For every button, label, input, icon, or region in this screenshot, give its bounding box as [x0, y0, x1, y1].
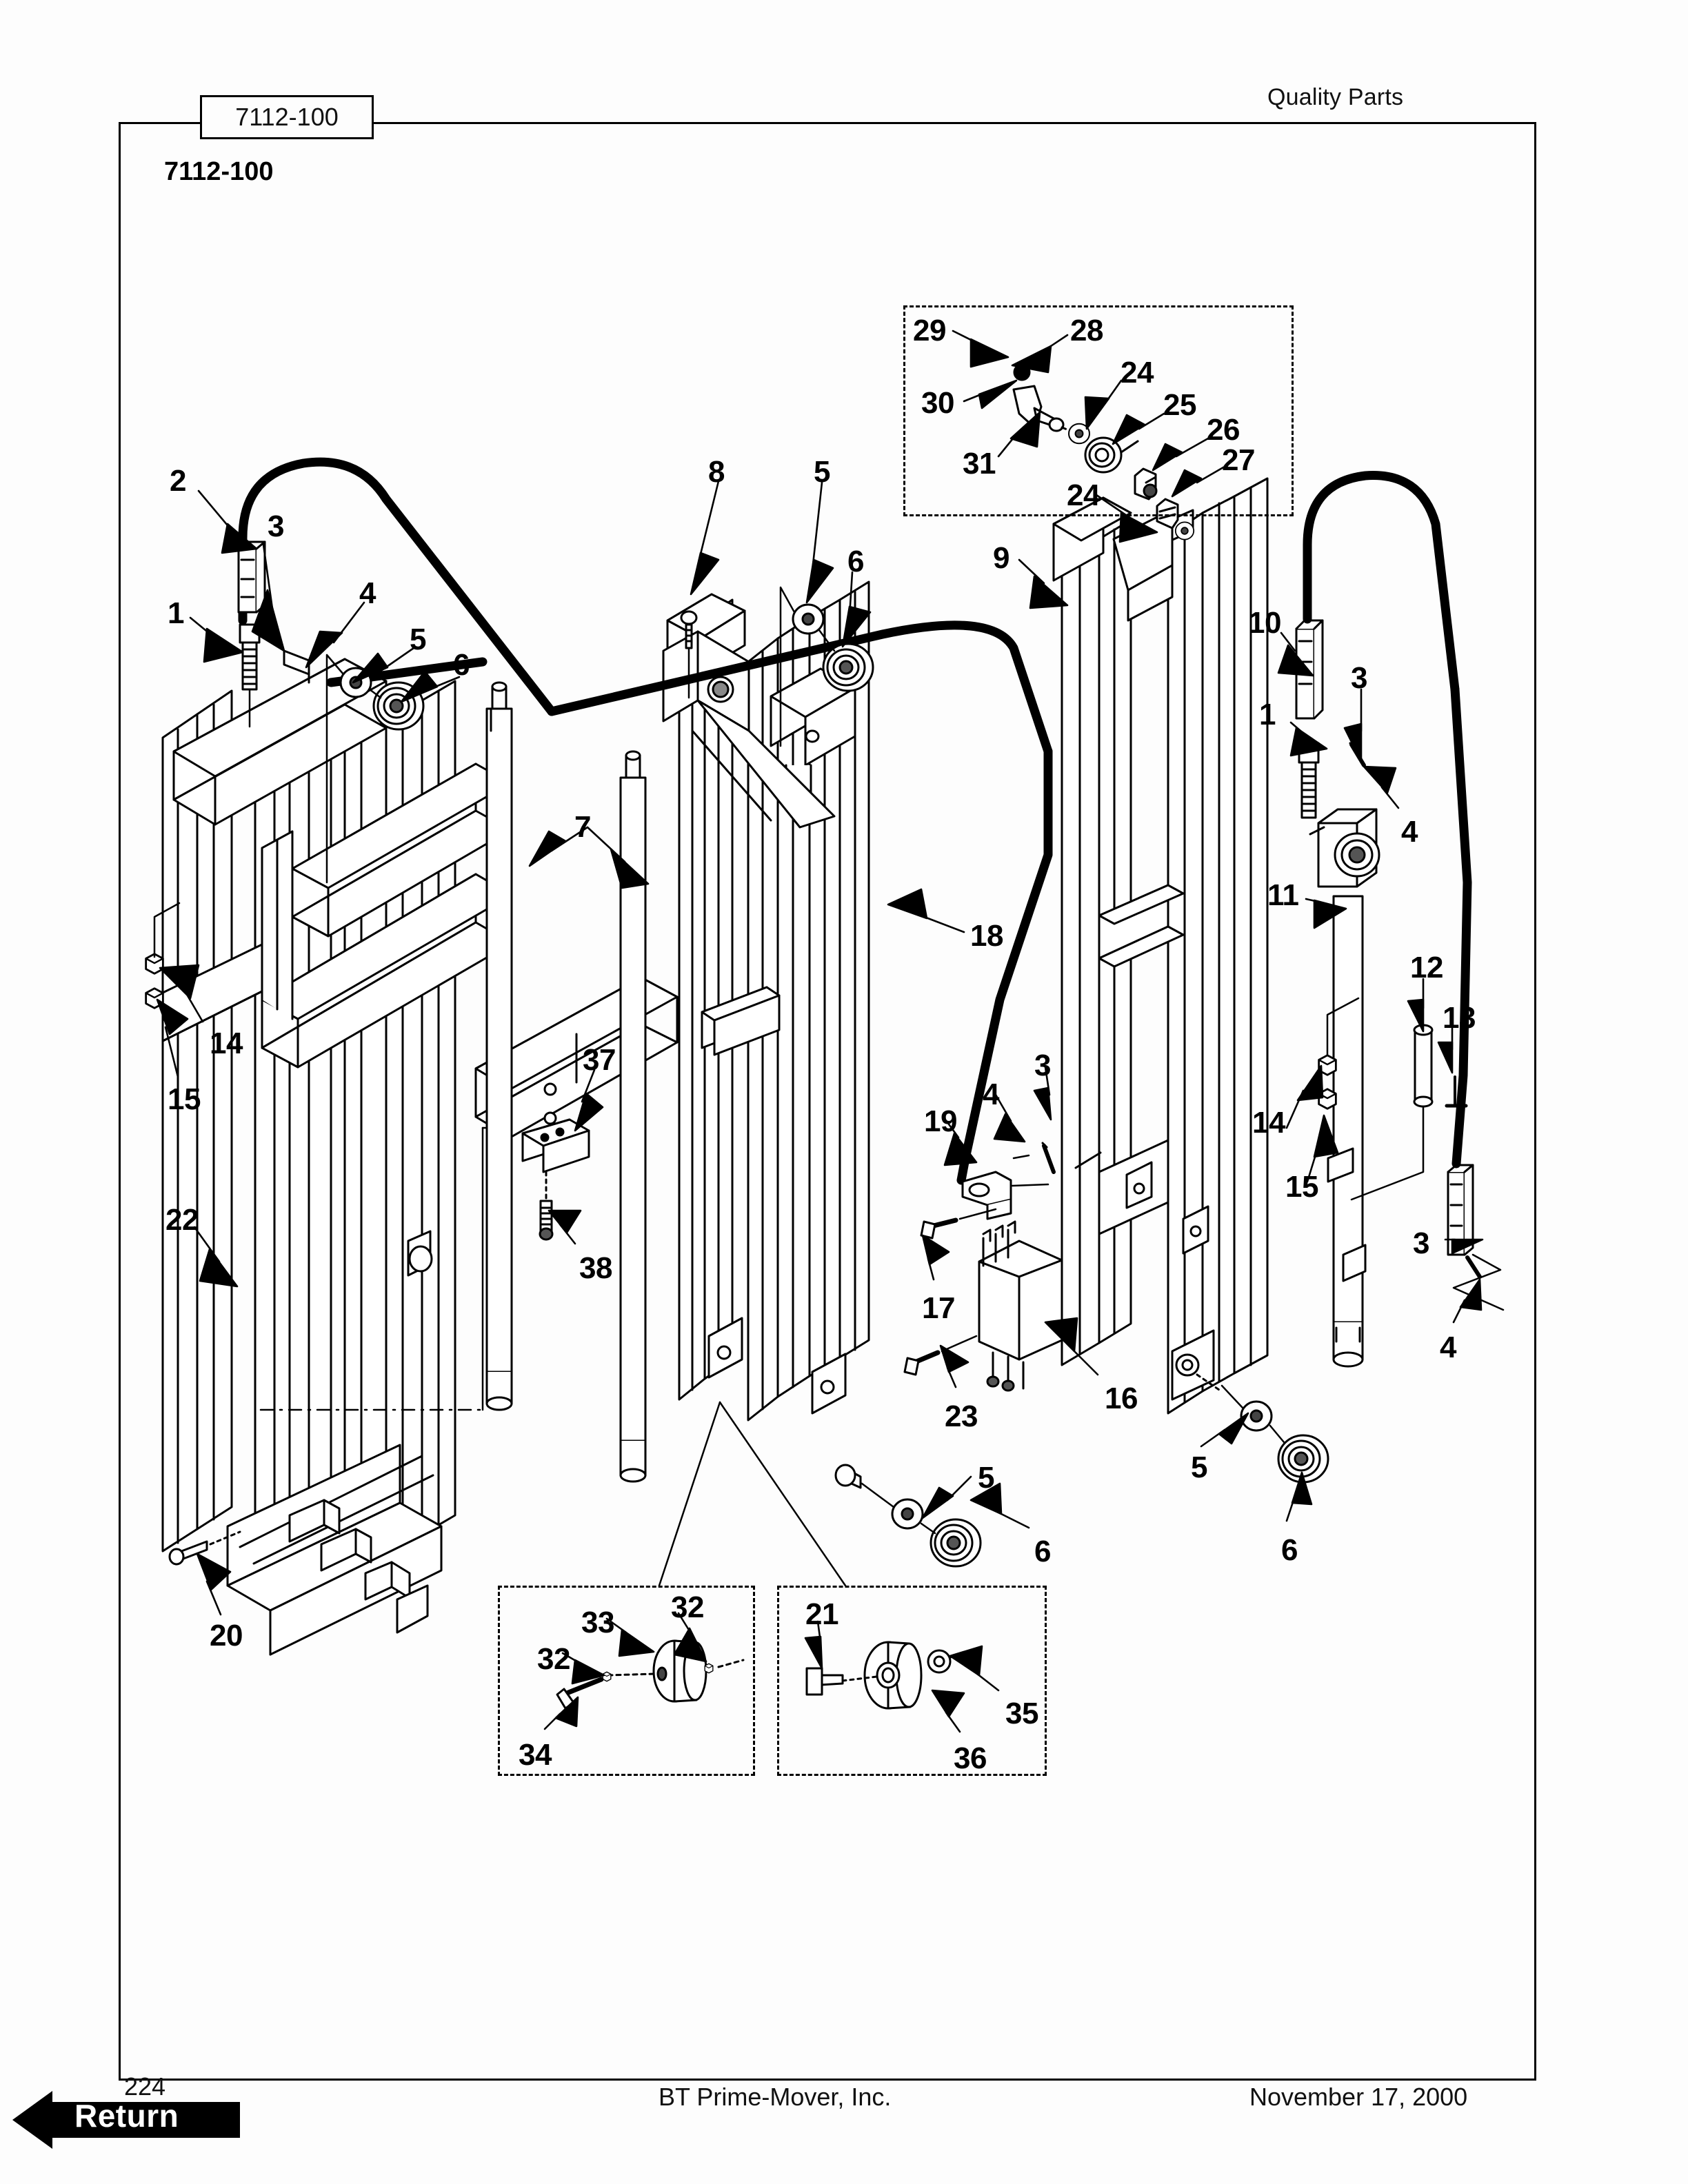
- callout-number: 26: [1207, 413, 1240, 447]
- callout-number: 6: [453, 648, 470, 682]
- callout-number: 1: [1259, 698, 1276, 731]
- callout-number: 34: [519, 1738, 552, 1772]
- callout-number: 30: [921, 386, 954, 420]
- callout-number: 3: [1034, 1049, 1051, 1082]
- page-number: 224: [124, 2072, 166, 2101]
- callout-number: 16: [1105, 1382, 1138, 1415]
- page-title: 7112-100: [164, 157, 274, 186]
- callout-number: 18: [970, 919, 1003, 953]
- callout-number: 38: [579, 1251, 612, 1285]
- callout-number: 23: [945, 1399, 978, 1433]
- callout-number: 36: [954, 1741, 987, 1775]
- callout-number: 20: [210, 1619, 243, 1652]
- left-arrow-icon: [12, 2091, 240, 2149]
- return-button[interactable]: [12, 2091, 240, 2149]
- callout-number: 29: [913, 314, 946, 347]
- callout-number: 24: [1067, 478, 1100, 512]
- callout-number: 9: [993, 541, 1009, 575]
- callout-number: 19: [924, 1104, 957, 1138]
- callout-number: 5: [978, 1461, 994, 1495]
- callout-number: 37: [583, 1043, 616, 1077]
- callout-number: 4: [359, 576, 376, 610]
- callout-number: 4: [983, 1078, 999, 1111]
- callout-number: 3: [268, 509, 284, 543]
- callout-number: 35: [1005, 1697, 1038, 1730]
- callout-number: 14: [1252, 1106, 1285, 1140]
- callout-number: 8: [708, 455, 725, 489]
- callout-number: 3: [1413, 1226, 1429, 1260]
- callout-number: 31: [963, 447, 996, 481]
- callout-number: 32: [671, 1590, 704, 1624]
- callout-number: 4: [1440, 1331, 1456, 1364]
- callout-number: 6: [1281, 1533, 1298, 1567]
- callout-number: 22: [165, 1203, 199, 1237]
- footer-date: November 17, 2000: [1249, 2083, 1468, 2111]
- detail-box-upper-right: [903, 305, 1294, 516]
- callout-number: 21: [805, 1597, 838, 1631]
- callout-number: 13: [1443, 1001, 1476, 1035]
- sheet-number-tab[interactable]: 7112-100: [200, 95, 374, 139]
- callout-number: 6: [847, 545, 864, 578]
- callout-number: 24: [1121, 356, 1154, 390]
- callout-number: 15: [168, 1082, 201, 1116]
- detail-box-lower-left: [498, 1586, 755, 1776]
- callout-number: 1: [168, 596, 184, 630]
- callout-number: 33: [581, 1606, 614, 1639]
- callout-number: 14: [210, 1027, 243, 1060]
- detail-box-lower-right: [777, 1586, 1047, 1776]
- callout-number: 11: [1267, 878, 1299, 912]
- callout-number: 32: [537, 1642, 570, 1676]
- header-quality-parts: Quality Parts: [1267, 84, 1404, 110]
- callout-number: 4: [1401, 815, 1418, 849]
- callout-number: 6: [1034, 1535, 1051, 1568]
- callout-number: 3: [1351, 661, 1367, 695]
- callout-number: 5: [814, 455, 830, 489]
- callout-number: 2: [170, 464, 186, 498]
- callout-number: 12: [1410, 951, 1443, 984]
- callout-number: 7: [574, 810, 591, 844]
- callout-number: 28: [1070, 314, 1103, 347]
- callout-number: 25: [1163, 388, 1196, 422]
- footer-company: BT Prime-Mover, Inc.: [659, 2083, 892, 2111]
- drawing-frame: [119, 122, 1536, 2081]
- callout-number: 15: [1285, 1170, 1318, 1204]
- callout-number: 27: [1222, 443, 1255, 477]
- callout-number: 10: [1248, 606, 1281, 640]
- callout-number: 5: [1191, 1450, 1207, 1484]
- callout-number: 17: [922, 1291, 955, 1325]
- callout-number: 5: [410, 623, 426, 656]
